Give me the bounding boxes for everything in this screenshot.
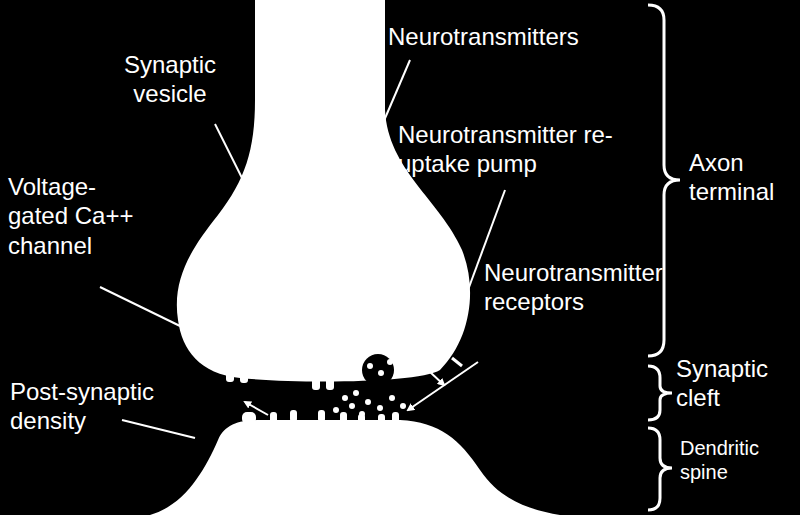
part-label: Neurotransmitter receptors (484, 258, 654, 317)
region-label: Synaptic cleft (676, 354, 796, 413)
part-label: Synaptic vesicle (95, 50, 245, 109)
region-label: Axon terminal (689, 148, 797, 207)
brackets (648, 5, 680, 510)
fusing-vesicle (362, 354, 394, 386)
part-label: Post-synaptic density (10, 377, 210, 436)
reuptake-pump (452, 358, 462, 366)
flow-arrow (430, 372, 444, 385)
axon-terminal (177, 0, 470, 382)
dendritic-spine (150, 420, 560, 515)
neurotransmitter-dots (333, 359, 406, 417)
part-label: Neurotransmitters (388, 22, 668, 51)
part-label: Voltage-gated Ca++ channel (8, 172, 148, 260)
part-label: Neurotransmitter re-uptake pump (398, 120, 653, 179)
receptors (242, 410, 399, 424)
membrane-proteins (226, 372, 334, 390)
leader-lines (100, 60, 505, 438)
flow-arrow (245, 402, 268, 415)
region-label: Dendritic spine (680, 436, 795, 485)
